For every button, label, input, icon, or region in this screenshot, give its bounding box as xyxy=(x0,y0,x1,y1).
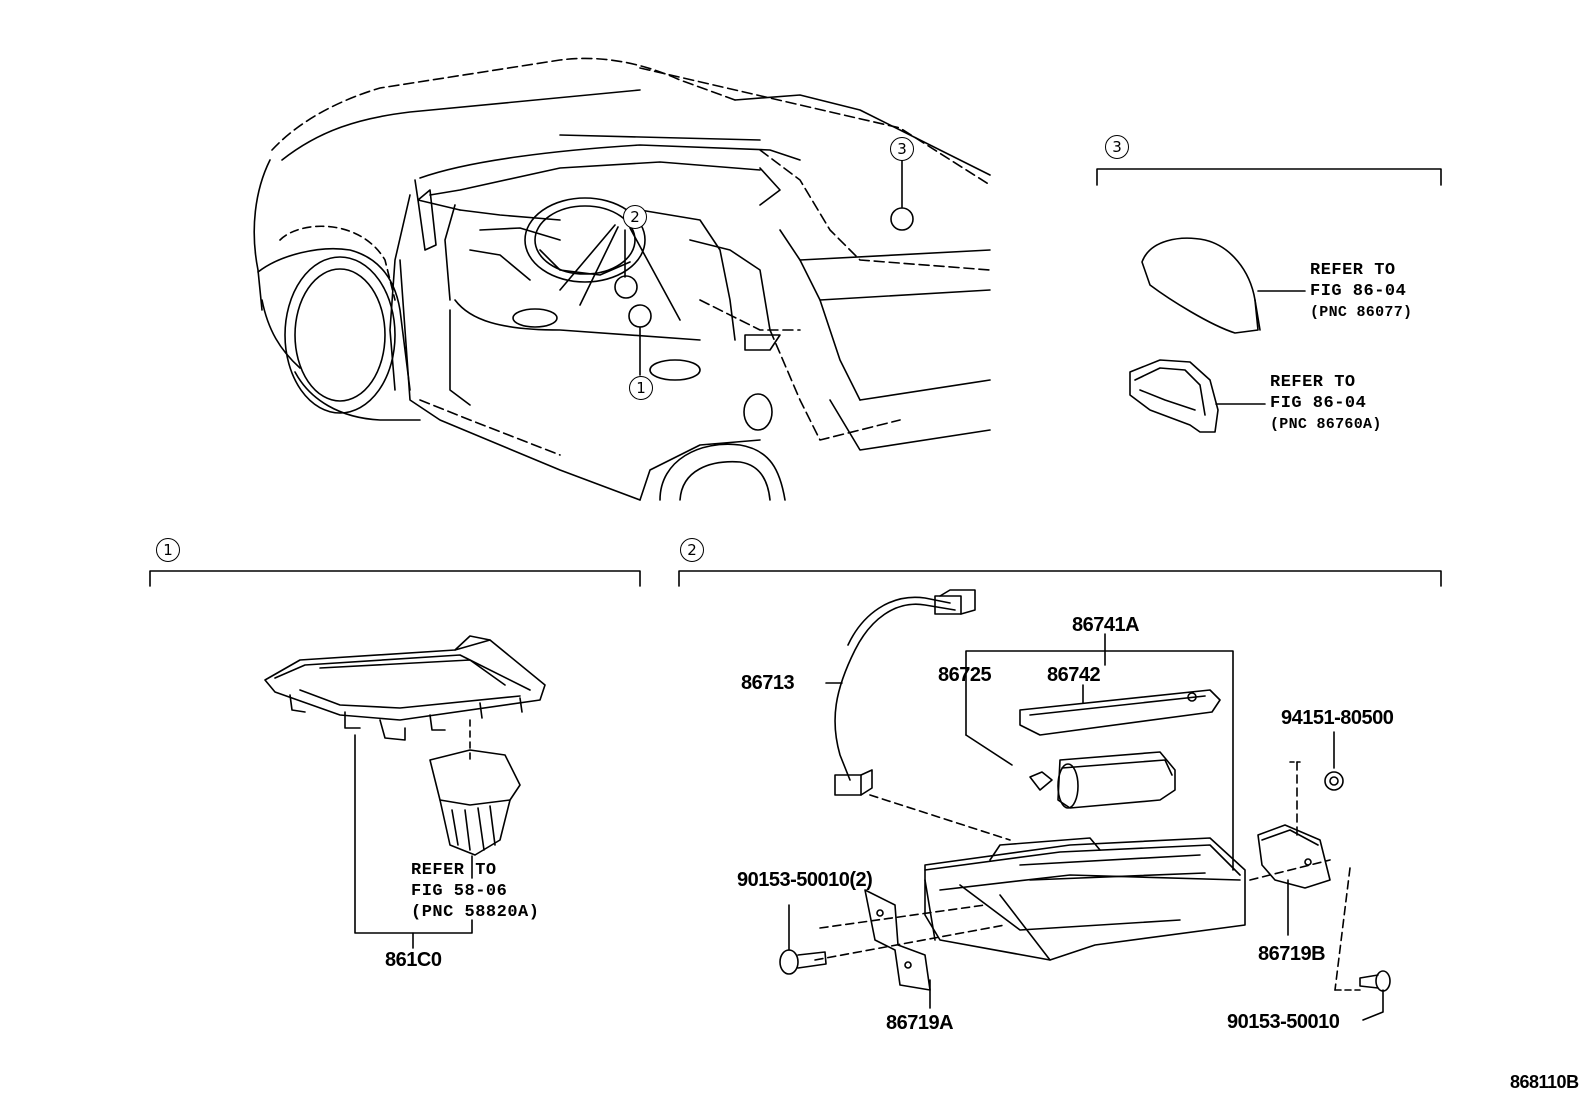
vehicle-overview-illustration xyxy=(254,58,990,500)
callout-3-vehicle: 3 xyxy=(890,137,914,161)
callout-2-section: 2 xyxy=(680,538,704,562)
part-number-86719B: 86719B xyxy=(1258,943,1326,965)
section1-group xyxy=(150,571,640,948)
section3-ref2-line2: FIG 86-04 xyxy=(1270,394,1367,413)
section1-ref-line2: FIG 58-06 xyxy=(411,882,508,901)
section2-group xyxy=(679,571,1441,1020)
part-number-86713: 86713 xyxy=(741,672,795,694)
figure-id: 868110B xyxy=(1510,1072,1579,1092)
part-number-86741A: 86741A xyxy=(1072,614,1140,636)
part-number-86725: 86725 xyxy=(938,664,992,686)
section3-ref2-line3: (PNC 86760A) xyxy=(1270,416,1382,433)
section1-ref-line3: (PNC 58820A) xyxy=(411,903,540,922)
part-number-86719A: 86719A xyxy=(886,1012,954,1034)
callout-3-section: 3 xyxy=(1105,135,1129,159)
callout-1-section: 1 xyxy=(156,538,180,562)
part-number-94151-80500: 94151-80500 xyxy=(1281,707,1394,729)
section3-group xyxy=(1097,169,1441,432)
section3-ref1-line1: REFER TO xyxy=(1310,261,1396,280)
callout-2-vehicle: 2 xyxy=(623,205,647,229)
part-number-86742: 86742 xyxy=(1047,664,1101,686)
part-number-90153-50010-qty2: 90153-50010(2) xyxy=(737,869,873,891)
section3-ref2-line1: REFER TO xyxy=(1270,373,1356,392)
part-number-861C0: 861C0 xyxy=(385,949,442,971)
part-number-90153-50010: 90153-50010 xyxy=(1227,1011,1340,1033)
callout-1-vehicle: 1 xyxy=(629,376,653,400)
section3-ref1-line3: (PNC 86077) xyxy=(1310,304,1413,321)
section3-ref1-line2: FIG 86-04 xyxy=(1310,282,1407,301)
section1-ref-line1: REFER TO xyxy=(411,861,497,880)
